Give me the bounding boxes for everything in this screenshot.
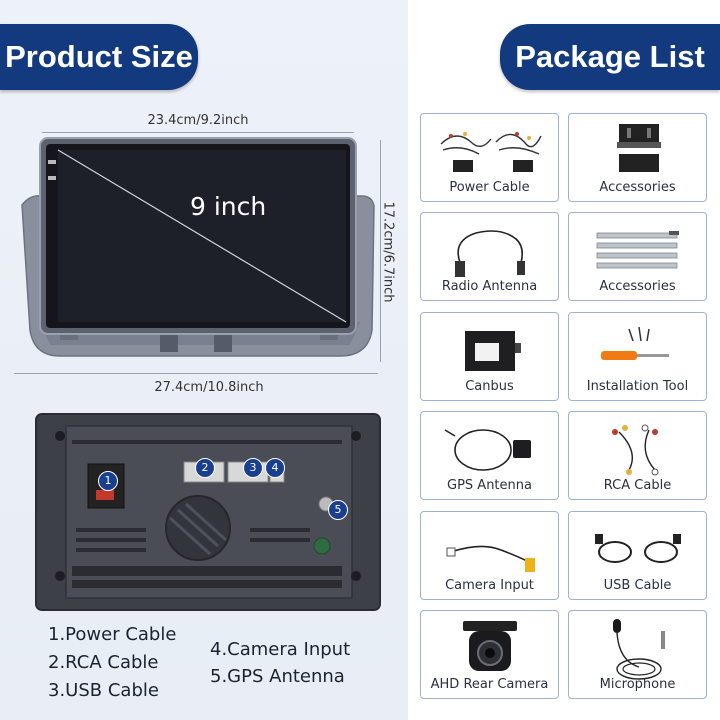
dim-line-top xyxy=(42,132,354,133)
radio-antenna-icon xyxy=(455,230,525,277)
package-item-radio-antenna: Radio Antenna xyxy=(420,212,559,301)
rca-cable-icon xyxy=(612,424,659,476)
frame-brackets-icon xyxy=(617,124,661,172)
package-item-label: Power Cable xyxy=(449,180,530,195)
package-item-accessories-rails: Accessories xyxy=(568,212,707,301)
legend-item-3: 3.USB Cable xyxy=(48,680,159,701)
gps-antenna-icon xyxy=(444,429,531,471)
package-item-label: Installation Tool xyxy=(586,379,689,394)
package-item-label: Accessories xyxy=(599,180,676,195)
package-item-usb-cable: USB Cable xyxy=(568,511,707,600)
screen-size-label: 9 inch xyxy=(190,192,267,221)
camera-input-cable-icon xyxy=(446,545,535,572)
package-item-installation-tool: Installation Tool xyxy=(568,312,707,401)
package-item-label: Camera Input xyxy=(445,578,534,593)
head-unit-front-illustration xyxy=(21,137,375,357)
package-item-camera-input: Camera Input xyxy=(420,511,559,600)
microphone-icon xyxy=(613,619,665,680)
package-list-title: Package List xyxy=(500,24,720,90)
legend-item-5: 5.GPS Antenna xyxy=(210,666,345,687)
package-item-rca-cable: RCA Cable xyxy=(568,411,707,500)
package-item-accessories-frame: Accessories xyxy=(568,113,707,202)
power-cable-icon xyxy=(440,132,542,172)
package-item-label: USB Cable xyxy=(603,578,672,593)
package-item-power-cable: Power Cable xyxy=(420,113,559,202)
dim-line-side xyxy=(380,140,381,362)
rear-camera-icon xyxy=(463,621,517,671)
dim-line-bottom xyxy=(14,373,378,374)
package-item-canbus: Canbus xyxy=(420,312,559,401)
rails-icon xyxy=(596,231,679,269)
package-item-label: Microphone xyxy=(599,677,676,692)
product-size-title: Product Size xyxy=(0,24,198,90)
package-item-label: Accessories xyxy=(599,279,676,294)
canbus-box-icon xyxy=(465,331,521,371)
package-item-label: Radio Antenna xyxy=(441,279,538,294)
dimension-width-bottom: 27.4cm/10.8inch xyxy=(154,380,264,395)
legend-item-1: 1.Power Cable xyxy=(48,624,177,645)
port-marker-4: 4 xyxy=(265,458,285,478)
package-item-label: AHD Rear Camera xyxy=(430,677,549,692)
head-unit-back-illustration xyxy=(35,413,381,611)
usb-cable-icon xyxy=(595,534,681,563)
legend-item-2: 2.RCA Cable xyxy=(48,652,159,673)
screwdriver-icon xyxy=(601,326,669,360)
port-marker-1: 1 xyxy=(98,471,118,491)
package-item-microphone: Microphone xyxy=(568,610,707,699)
legend-item-4: 4.Camera Input xyxy=(210,639,351,660)
package-item-label: Canbus xyxy=(465,379,514,394)
package-item-rear-camera: AHD Rear Camera xyxy=(420,610,559,699)
port-marker-2: 2 xyxy=(195,458,215,478)
dimension-width-top: 23.4cm/9.2inch xyxy=(147,113,249,128)
port-marker-3: 3 xyxy=(243,458,263,478)
port-marker-5: 5 xyxy=(328,500,348,520)
package-item-label: RCA Cable xyxy=(603,478,672,493)
package-item-label: GPS Antenna xyxy=(447,478,532,493)
package-item-gps-antenna: GPS Antenna xyxy=(420,411,559,500)
